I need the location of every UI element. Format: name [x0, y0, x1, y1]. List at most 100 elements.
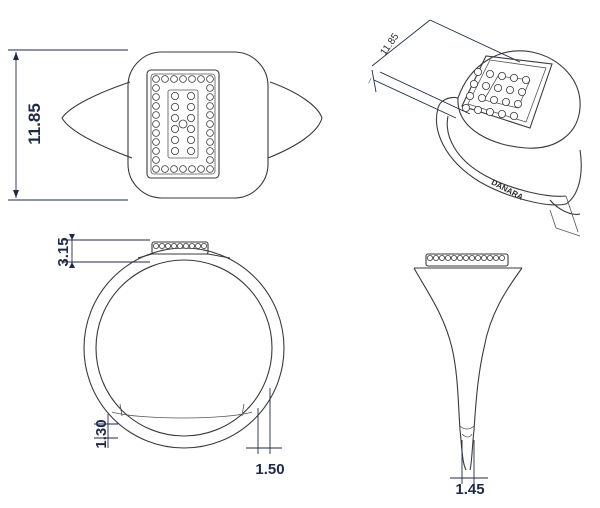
pave-stone	[206, 75, 214, 83]
pave-stone	[426, 254, 433, 261]
pave-stone	[186, 125, 195, 134]
pave-stone	[200, 242, 207, 249]
band-width-label: 1.50	[255, 461, 284, 478]
pave-stone	[489, 96, 498, 105]
pave-stone	[486, 254, 493, 261]
pave-stone	[182, 242, 189, 249]
pave-stone	[170, 125, 179, 134]
pave-stone	[432, 254, 439, 261]
iso-height-label: 11.85	[378, 31, 401, 58]
front-view-dimensions: 1.45	[450, 440, 488, 498]
front-band-width-label: 1.45	[455, 481, 484, 498]
pave-stone	[186, 114, 195, 123]
side-view	[83, 241, 285, 449]
head-height-label: 3.15	[55, 237, 72, 266]
pave-stone	[206, 129, 214, 137]
pave-stone	[501, 98, 510, 107]
pave-stone	[176, 242, 183, 249]
pave-stone	[170, 146, 179, 155]
pave-stone	[170, 114, 179, 123]
top-view-height-label: 11.85	[25, 103, 44, 145]
pave-stone	[480, 254, 487, 261]
top-view-pave-stones	[152, 75, 214, 173]
isometric-view: 11.85 — DANARA	[366, 19, 582, 237]
pave-stone	[197, 165, 205, 173]
iso-view-pave-stones	[461, 68, 531, 121]
pave-stone	[438, 254, 445, 261]
front-view-pave-stones	[426, 254, 505, 261]
front-view	[413, 253, 523, 471]
pave-stone	[152, 147, 160, 155]
pave-stone	[194, 242, 201, 249]
pave-stone	[518, 88, 527, 97]
pave-stone	[497, 72, 506, 81]
pave-stone	[469, 80, 478, 89]
iso-minor-dim-mark: —	[366, 77, 374, 85]
pave-stone	[188, 165, 196, 173]
pave-stone	[188, 242, 195, 249]
pave-stone	[509, 112, 518, 121]
pave-stone	[152, 165, 160, 173]
pave-stone	[170, 103, 179, 112]
pave-stone	[152, 242, 159, 249]
pave-stone	[161, 165, 169, 173]
pave-stone	[444, 254, 451, 261]
pave-stone	[170, 92, 179, 101]
pave-stone	[477, 94, 486, 103]
pave-stone	[170, 75, 178, 83]
pave-stone	[498, 254, 505, 261]
band-thickness-label: 1.30	[93, 419, 110, 448]
pave-stone	[152, 156, 160, 164]
pave-stone	[481, 82, 490, 91]
pave-stone	[473, 106, 482, 115]
pave-stone	[158, 242, 165, 249]
pave-stone	[206, 84, 214, 92]
pave-stone	[170, 165, 178, 173]
pave-stone	[485, 70, 494, 79]
side-view-dimensions: 3.15 1.30 1.50	[55, 234, 285, 478]
pave-stone	[152, 102, 160, 110]
pave-stone	[152, 120, 160, 128]
pave-stone	[206, 120, 214, 128]
pave-stone	[450, 254, 457, 261]
pave-stone	[474, 254, 481, 261]
pave-stone	[152, 93, 160, 101]
pave-stone	[206, 156, 214, 164]
pave-stone	[161, 75, 169, 83]
pave-stone	[186, 92, 195, 101]
pave-stone	[468, 254, 475, 261]
pave-stone	[461, 104, 470, 113]
pave-stone	[509, 74, 518, 83]
pave-stone	[186, 146, 195, 155]
pave-stone	[164, 242, 171, 249]
pave-stone	[179, 165, 187, 173]
pave-stone	[522, 76, 531, 85]
pave-stone	[505, 86, 514, 95]
pave-stone	[152, 84, 160, 92]
pave-stone	[188, 75, 196, 83]
pave-stone	[462, 254, 469, 261]
pave-stone	[178, 119, 188, 129]
pave-stone	[493, 84, 502, 93]
pave-stone	[197, 75, 205, 83]
pave-stone	[473, 68, 482, 77]
pave-stone	[206, 138, 214, 146]
top-view	[61, 51, 323, 199]
pave-stone	[170, 135, 179, 144]
pave-stone	[514, 100, 523, 109]
pave-stone	[456, 254, 463, 261]
pave-stone	[485, 108, 494, 117]
pave-stone	[179, 75, 187, 83]
pave-stone	[206, 93, 214, 101]
pave-stone	[186, 103, 195, 112]
pave-stone	[186, 135, 195, 144]
pave-stone	[492, 254, 499, 261]
pave-stone	[170, 242, 177, 249]
pave-stone	[206, 165, 214, 173]
pave-stone	[152, 75, 160, 83]
pave-stone	[465, 92, 474, 101]
top-view-height-dimension: 11.85	[8, 49, 128, 201]
pave-stone	[497, 110, 506, 119]
pave-stone	[152, 138, 160, 146]
